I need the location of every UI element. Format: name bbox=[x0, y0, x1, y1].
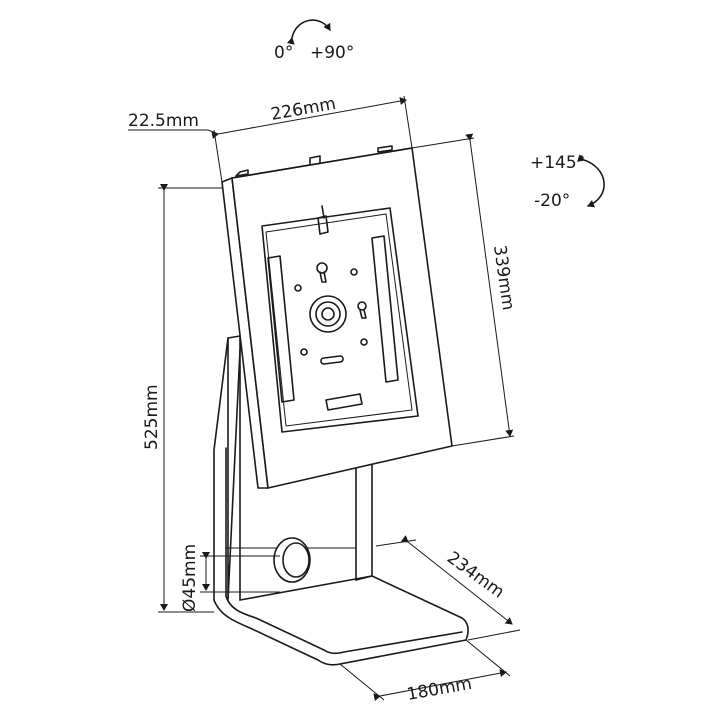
rotation-arrow-icon bbox=[286, 19, 331, 45]
tilt-down-label: -20° bbox=[534, 191, 570, 211]
rotation-left-label: 0° bbox=[274, 43, 293, 63]
tilt-up-label: +145° bbox=[530, 153, 585, 173]
base-width-label: 180mm bbox=[405, 674, 473, 705]
hole-diameter-label: Ø45mm bbox=[180, 544, 200, 612]
screen-frame bbox=[261, 207, 419, 433]
tilt-arrow-icon bbox=[577, 154, 605, 208]
tablet-enclosure bbox=[221, 145, 453, 489]
tilt-indicator: +145° -20° bbox=[530, 153, 605, 211]
stand-base bbox=[213, 575, 469, 666]
thickness-label: 22.5mm bbox=[128, 111, 199, 131]
base-depth-label: 234mm bbox=[443, 548, 508, 603]
rotation-indicator: 0° +90° bbox=[274, 19, 354, 63]
stand-column bbox=[213, 335, 373, 601]
panel-height-label: 339mm bbox=[489, 244, 518, 312]
rotation-right-label: +90° bbox=[310, 43, 354, 63]
total-height-label: 525mm bbox=[142, 384, 162, 450]
dimension-lines bbox=[128, 95, 521, 702]
width-label: 226mm bbox=[269, 94, 337, 125]
cable-hole bbox=[273, 537, 311, 583]
